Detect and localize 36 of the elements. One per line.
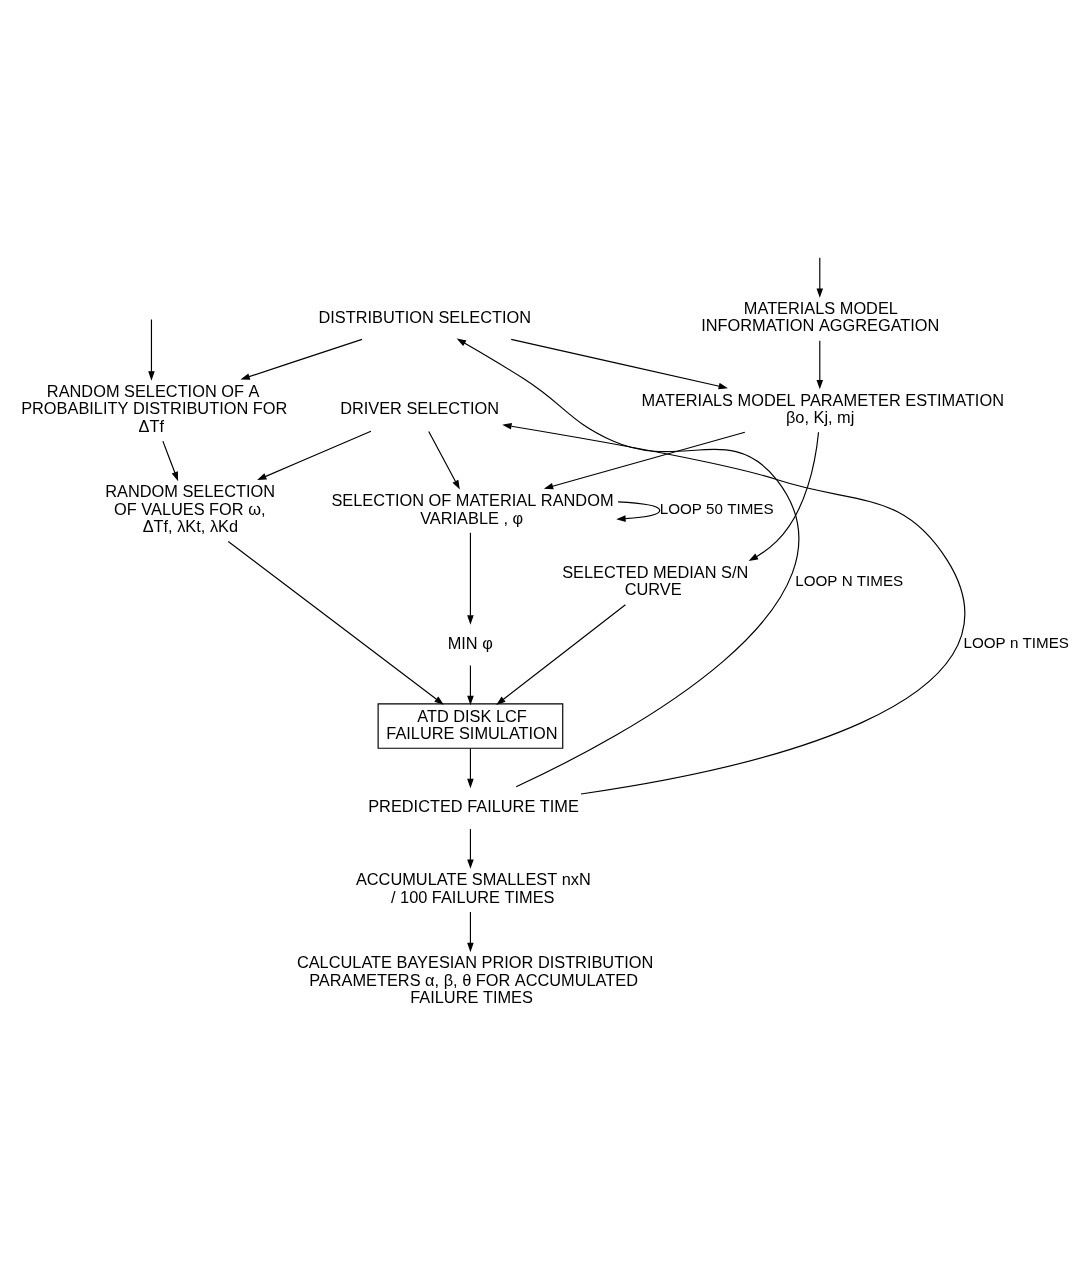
arrow: [510, 338, 728, 390]
arrow: [467, 747, 474, 789]
node-text: PREDICTED FAILURE TIME: [368, 797, 579, 816]
arrow: [496, 604, 626, 705]
edge-label: LOOP n TIMES: [963, 634, 1069, 652]
edge-label: LOOP N TIMES: [795, 572, 904, 590]
arrow: [748, 431, 820, 561]
node-text: MATERIALS MODEL INFORMATION AGGREGATION: [701, 298, 940, 335]
arrow: [148, 318, 155, 381]
node-text: MIN φ: [447, 633, 493, 652]
node-text: ACCUMULATE SMALLEST nxN / 100 FAILURE TIMES: [355, 870, 591, 906]
arrow: [162, 440, 179, 482]
node-text: RANDOM SELECTION OF A PROBABILITY DISTRIBUTION FOR ΔTf: [21, 381, 288, 435]
arrow: [428, 430, 460, 490]
arrow: [227, 540, 444, 705]
arrow: [816, 340, 824, 390]
node-text: SELECTION OF MATERIAL RANDOM VARIABLE , φ: [331, 491, 614, 527]
node-box: ATD DISK LCF FAILURE SIMULATION: [377, 703, 564, 749]
arrow: [816, 257, 824, 298]
arrow: [616, 501, 661, 522]
node-text: CALCULATE BAYESIAN PRIOR DISTRIBUTION PARAMETERS α, β, θ FOR ACCUMULATED FAILURE TIMES: [296, 953, 654, 1007]
arrow: [240, 338, 363, 380]
node-text: RANDOM SELECTION OF VALUES FOR ω, ΔTf, λKt, λKd: [105, 482, 276, 536]
node-text: DISTRIBUTION SELECTION: [318, 307, 532, 326]
arrow: [467, 664, 474, 706]
node-text: DRIVER SELECTION: [340, 399, 500, 418]
arrow: [467, 532, 474, 625]
node-text: SELECTED MEDIAN S/N CURVE: [562, 562, 749, 599]
arrow: [456, 338, 800, 788]
arrow: [467, 828, 474, 869]
arrow: [543, 431, 746, 490]
node-text: MATERIALS MODEL PARAMETER ESTIMATION βo, Kj, mj: [641, 390, 1004, 427]
edge-label: LOOP 50 TIMES: [659, 500, 774, 518]
arrow: [467, 911, 474, 953]
arrow: [257, 430, 372, 481]
arrow: [502, 423, 965, 795]
